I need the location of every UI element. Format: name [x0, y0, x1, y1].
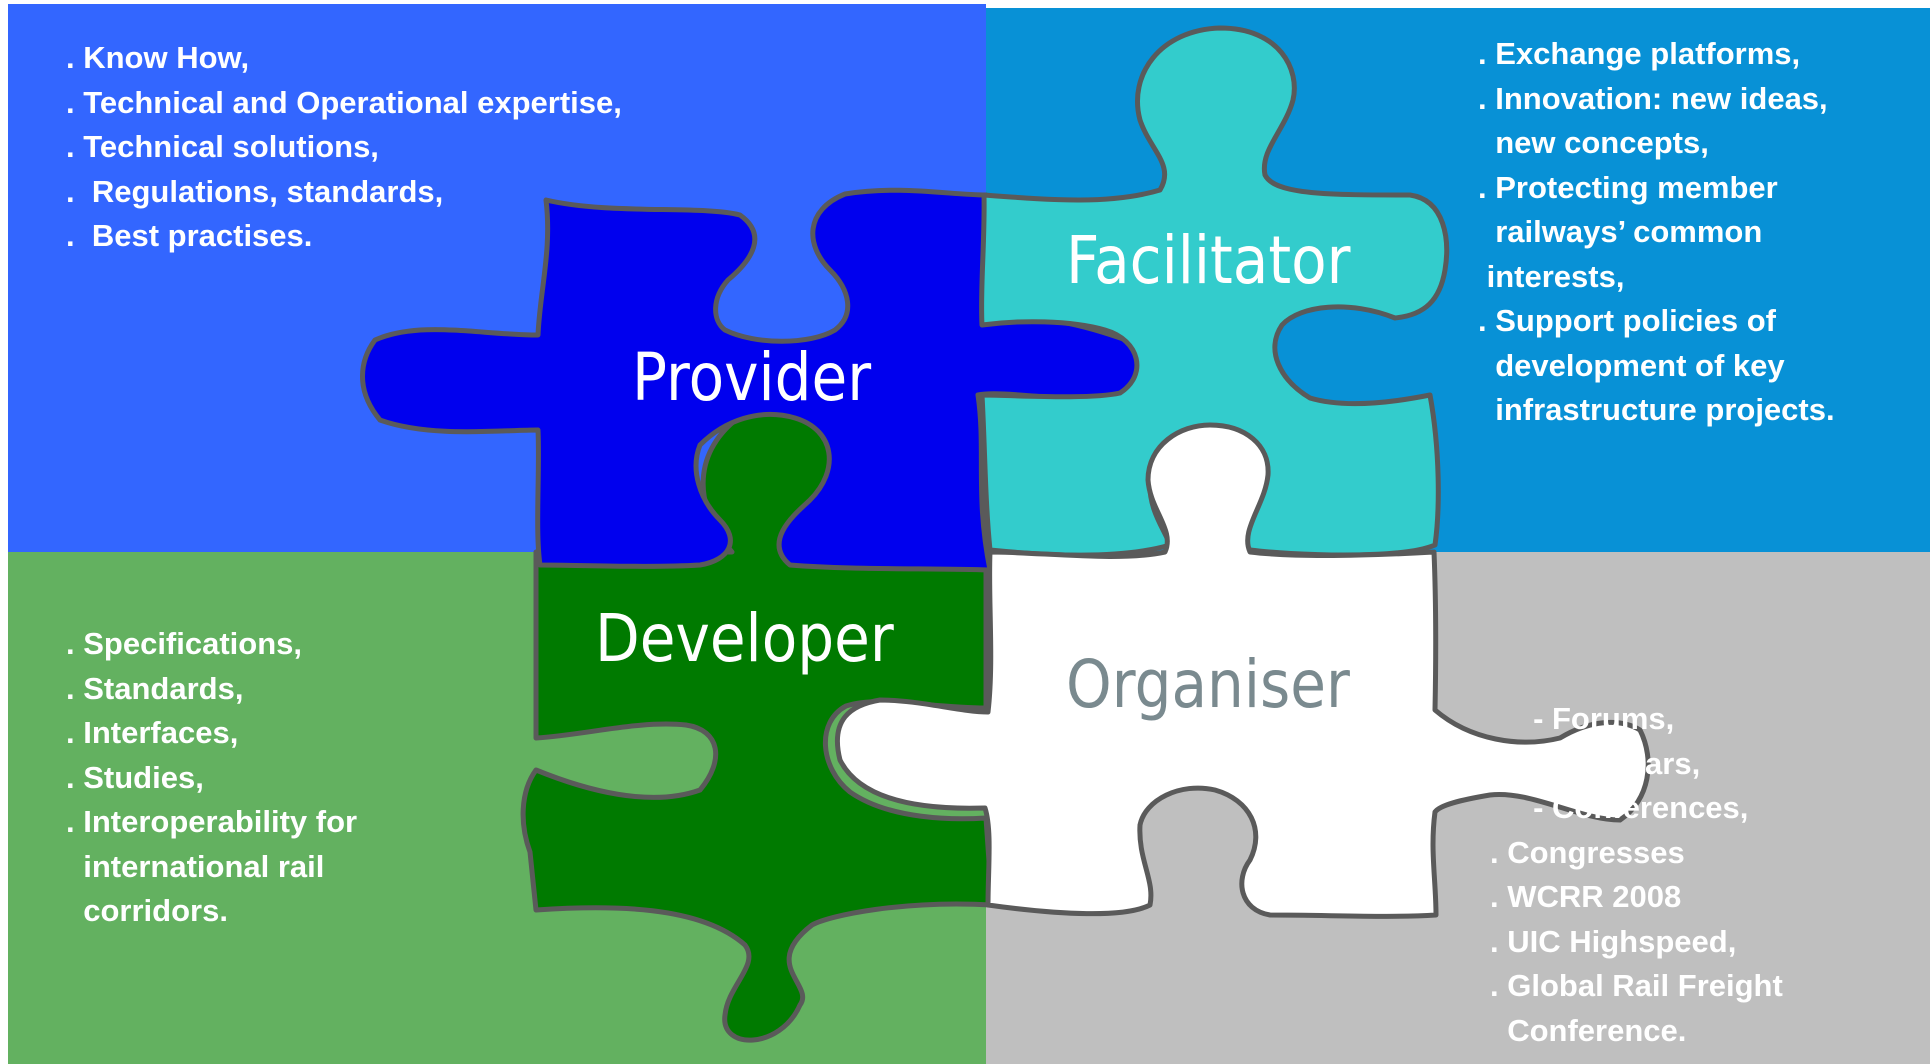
list-item: . Protecting member: [1478, 169, 1778, 205]
list-item: - Conferences,: [1490, 790, 1749, 825]
list-item: . Exchange platforms,: [1478, 36, 1801, 71]
provider-piece: [360, 187, 1154, 573]
list-item: . Standards,: [66, 670, 244, 706]
list-item: infrastructure projects.: [1478, 392, 1835, 427]
list-item: . Interoperability for: [66, 804, 358, 839]
list-item: Conference.: [1490, 1012, 1687, 1048]
list-item: corridors.: [66, 893, 228, 928]
list-item: . Know How,: [66, 40, 250, 75]
provider-list: . Know How, . Technical and Operational e…: [66, 36, 622, 259]
list-item: . Congresses: [1490, 834, 1685, 870]
facilitator-list: . Exchange platforms, . Innovation: new i…: [1478, 32, 1835, 433]
list-item: development of key: [1478, 347, 1785, 383]
developer-label: Developer: [595, 600, 894, 677]
list-item: . WCRR 2008: [1490, 879, 1682, 914]
list-item: . Technical and Operational expertise,: [66, 84, 622, 120]
list-item: interests,: [1478, 258, 1625, 294]
list-item: - Seminars,: [1490, 745, 1701, 781]
list-item: . Technical solutions,: [66, 129, 379, 164]
list-item: . Regulations, standards,: [66, 173, 444, 209]
list-item: new concepts,: [1478, 125, 1709, 160]
list-item: . Innovation: new ideas,: [1478, 80, 1828, 116]
list-item: . Interfaces,: [66, 715, 239, 750]
organiser-piece: [834, 422, 1651, 919]
list-item: . Best practises.: [66, 218, 313, 253]
organiser-list: - Forums, - Seminars, - Conferences, . Co…: [1490, 697, 1783, 1053]
provider-label: Provider: [632, 339, 872, 416]
list-item: . Global Rail Freight: [1490, 968, 1783, 1003]
list-item: . Support policies of: [1478, 303, 1776, 338]
list-item: . UIC Highspeed,: [1490, 923, 1737, 959]
list-item: . Specifications,: [66, 626, 303, 661]
list-item: international rail: [66, 848, 325, 884]
facilitator-piece: [979, 25, 1450, 558]
facilitator-label: Facilitator: [1066, 222, 1351, 299]
developer-list: . Specifications, . Standards, . Interface…: [66, 622, 357, 934]
organiser-label: Organiser: [1066, 646, 1350, 723]
list-item: railways’ common: [1478, 214, 1763, 249]
list-item: . Studies,: [66, 759, 204, 795]
list-item: - Forums,: [1490, 701, 1675, 736]
